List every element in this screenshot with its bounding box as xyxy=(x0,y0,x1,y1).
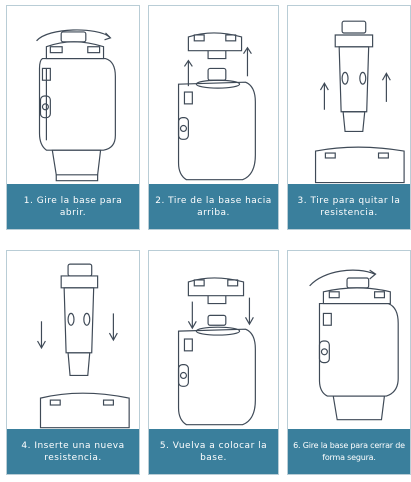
step-6-caption: 6. Gire la base para cerrar de forma seg… xyxy=(288,429,410,474)
step-2-panel: 2. Tire de la base hacia arriba. xyxy=(148,5,279,230)
step-4-caption: 4. Inserte una nueva resistencia. xyxy=(7,429,139,474)
step-4-panel: 4. Inserte una nueva resistencia. xyxy=(6,250,140,475)
down-arrow-icon xyxy=(38,313,118,347)
step-3-caption: 3. Tire para quitar la resistencia. xyxy=(288,184,410,229)
up-arrow-icon xyxy=(320,73,390,109)
step-5-caption: 5. Vuelva a colocar la base. xyxy=(149,429,278,474)
step-6-panel: 6. Gire la base para cerrar de forma seg… xyxy=(287,250,411,475)
step-4-illustration xyxy=(7,251,139,429)
step-1-illustration xyxy=(7,6,139,184)
step-2-caption: 2. Tire de la base hacia arriba. xyxy=(149,184,278,229)
step-5-illustration xyxy=(149,251,278,429)
down-arrow-icon xyxy=(188,298,253,329)
step-1-panel: 1. Gire la base para abrir. xyxy=(6,5,140,230)
step-3-panel: 3. Tire para quitar la resistencia. xyxy=(287,5,411,230)
step-1-caption: 1. Gire la base para abrir. xyxy=(7,184,139,229)
step-2-illustration xyxy=(149,6,278,184)
step-6-illustration xyxy=(288,251,410,429)
step-5-panel: 5. Vuelva a colocar la base. xyxy=(148,250,279,475)
step-3-illustration xyxy=(288,6,410,184)
